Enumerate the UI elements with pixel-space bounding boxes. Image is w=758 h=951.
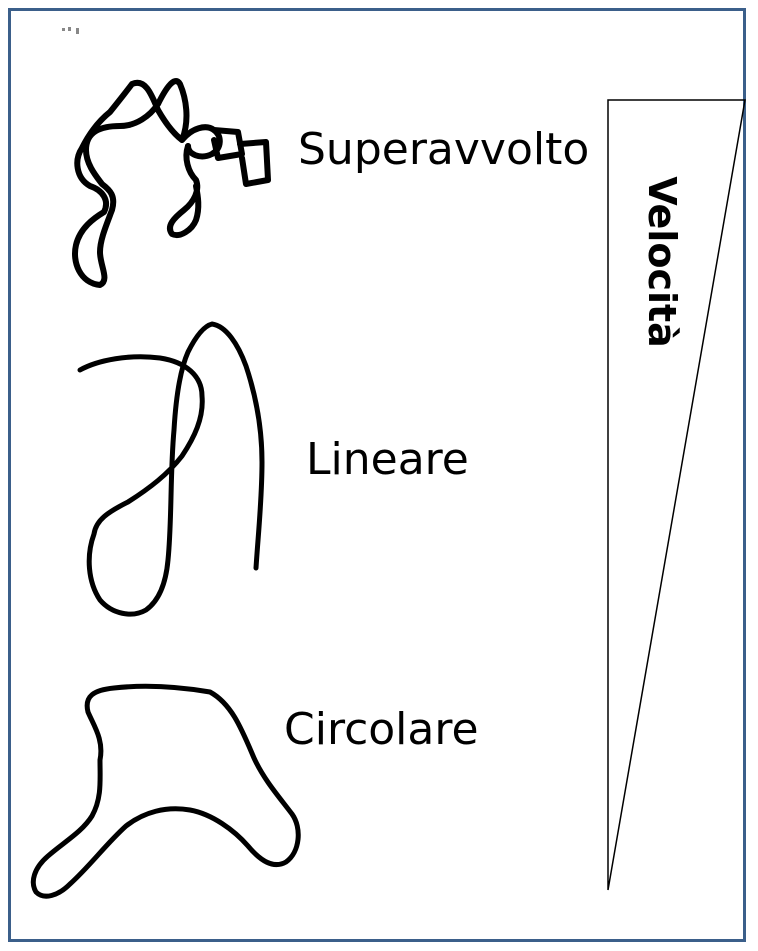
label-lineare: Lineare bbox=[306, 438, 469, 482]
lineare-curve bbox=[80, 324, 262, 614]
label-superavvolto: Superavvolto bbox=[298, 128, 589, 172]
label-circolare: Circolare bbox=[284, 708, 479, 752]
superavvolto-curve bbox=[75, 81, 268, 285]
circolare-curve bbox=[33, 686, 298, 896]
speed-label: Velocità bbox=[640, 176, 684, 348]
corner-mark bbox=[62, 27, 79, 34]
